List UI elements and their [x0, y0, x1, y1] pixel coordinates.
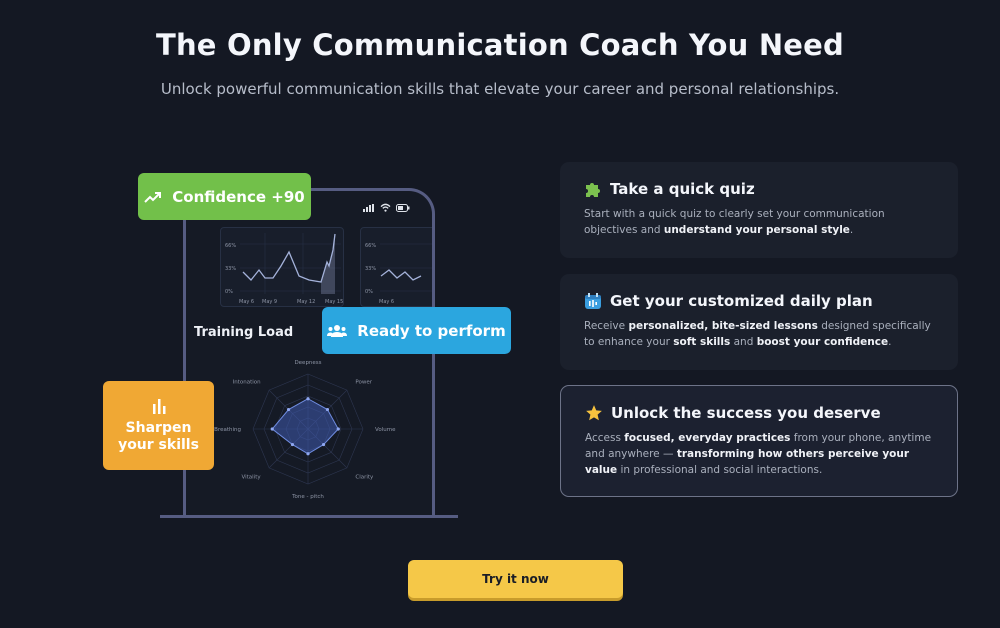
body-text: in professional and social interactions. [617, 464, 823, 476]
sharpen-badge: Sharpen your skills [103, 381, 214, 470]
emphasis-text: boost your confidence [756, 336, 889, 348]
feature-description: Access focused, everyday practices from … [585, 430, 933, 478]
radar-label: Vitality [241, 474, 261, 480]
body-text: Receive [584, 320, 629, 332]
chart-x-tick: May 9 [262, 299, 277, 305]
feature-title: Take a quick quiz [610, 180, 755, 198]
radar-point [306, 397, 310, 401]
radar-point [306, 452, 310, 456]
page-subtitle: Unlock powerful communication skills tha… [160, 80, 840, 98]
emphasis-text: transforming how others perceive your va… [585, 448, 910, 476]
training-load-label: Training Load [194, 325, 294, 340]
status-bar [363, 203, 410, 212]
feature-card-quiz: Take a quick quiz Start with a quick qui… [560, 162, 958, 258]
body-text: Access [585, 432, 625, 444]
puzzle-icon [586, 183, 600, 197]
feature-description: Start with a quick quiz to clearly set y… [584, 206, 934, 238]
body-text: . [888, 336, 892, 348]
users-icon [327, 324, 348, 337]
line-chart-card-secondary: 66% 33% 0% May 6 [360, 227, 432, 307]
bars-icon [152, 398, 165, 414]
radar-point [336, 427, 340, 431]
radar-point [270, 427, 274, 431]
page-title: The Only Communication Coach You Need [155, 28, 844, 62]
sharpen-badge-label: Sharpen your skills [118, 419, 199, 453]
radar-label: Volume [375, 427, 396, 433]
body-text: designed specifically to enhance your [584, 320, 931, 348]
line-chart: 66% 33% 0% May 6 May 9 May 12 May 15 [225, 233, 343, 305]
radar-label: Breathing [214, 427, 241, 433]
radar-label: Clarity [355, 474, 374, 480]
feature-title: Get your customized daily plan [610, 292, 873, 310]
chart-y-tick: 66% [365, 243, 376, 249]
chart-y-tick: 33% [365, 266, 376, 272]
radar-point [290, 442, 295, 447]
radar-point [325, 407, 330, 412]
radar-label: Intonation [233, 380, 262, 386]
trend-up-icon [144, 191, 162, 203]
body-text: Start with a quick quiz to clearly set y… [584, 208, 885, 236]
line-chart-secondary: 66% 33% 0% May 6 [365, 243, 432, 305]
chart-x-tick: May 6 [239, 299, 254, 305]
chart-y-tick: 0% [225, 289, 233, 295]
chart-y-tick: 66% [225, 243, 236, 249]
confidence-badge: Confidence +90 [138, 173, 311, 220]
try-it-now-button[interactable]: Try it now [408, 560, 623, 598]
body-text: from your phone, anytime and anywhere — [585, 432, 932, 460]
signal-icon [363, 203, 374, 212]
radar-point [321, 442, 326, 447]
confidence-badge-label: Confidence +90 [172, 187, 305, 206]
radar-label: Deepness [294, 360, 321, 366]
emphasis-text: focused, everyday practices [624, 432, 791, 444]
chart-y-tick: 33% [225, 266, 236, 272]
body-text: . [849, 224, 854, 236]
line-chart-card: 66% 33% 0% May 6 May 9 May 12 May 15 [220, 227, 344, 307]
emphasis-text: understand your personal style [663, 224, 850, 236]
wifi-icon [380, 203, 391, 212]
emphasis-text: personalized, bite-sized lessons [628, 320, 818, 332]
ready-badge-label: Ready to perform [357, 321, 506, 340]
calendar-icon [585, 293, 601, 309]
star-icon [586, 405, 602, 421]
feature-description: Receive personalized, bite-sized lessons… [584, 318, 934, 350]
radar-label: Tone - pitch [291, 494, 324, 500]
body-text: and [730, 336, 757, 348]
chart-x-tick: May 15 [325, 299, 343, 305]
phone-stand [160, 515, 458, 518]
emphasis-text: soft skills [673, 336, 731, 348]
ready-badge: Ready to perform [322, 307, 511, 354]
radar-point [286, 407, 291, 412]
chart-x-tick: May 6 [379, 299, 394, 305]
feature-title: Unlock the success you deserve [611, 404, 881, 422]
chart-x-tick: May 12 [297, 299, 315, 305]
radar-label: Power [355, 380, 372, 386]
chart-y-tick: 0% [365, 289, 373, 295]
battery-icon [396, 203, 410, 212]
feature-card-daily-plan: Get your customized daily plan Receive p… [560, 274, 958, 370]
feature-card-success: Unlock the success you deserve Access fo… [560, 385, 958, 497]
